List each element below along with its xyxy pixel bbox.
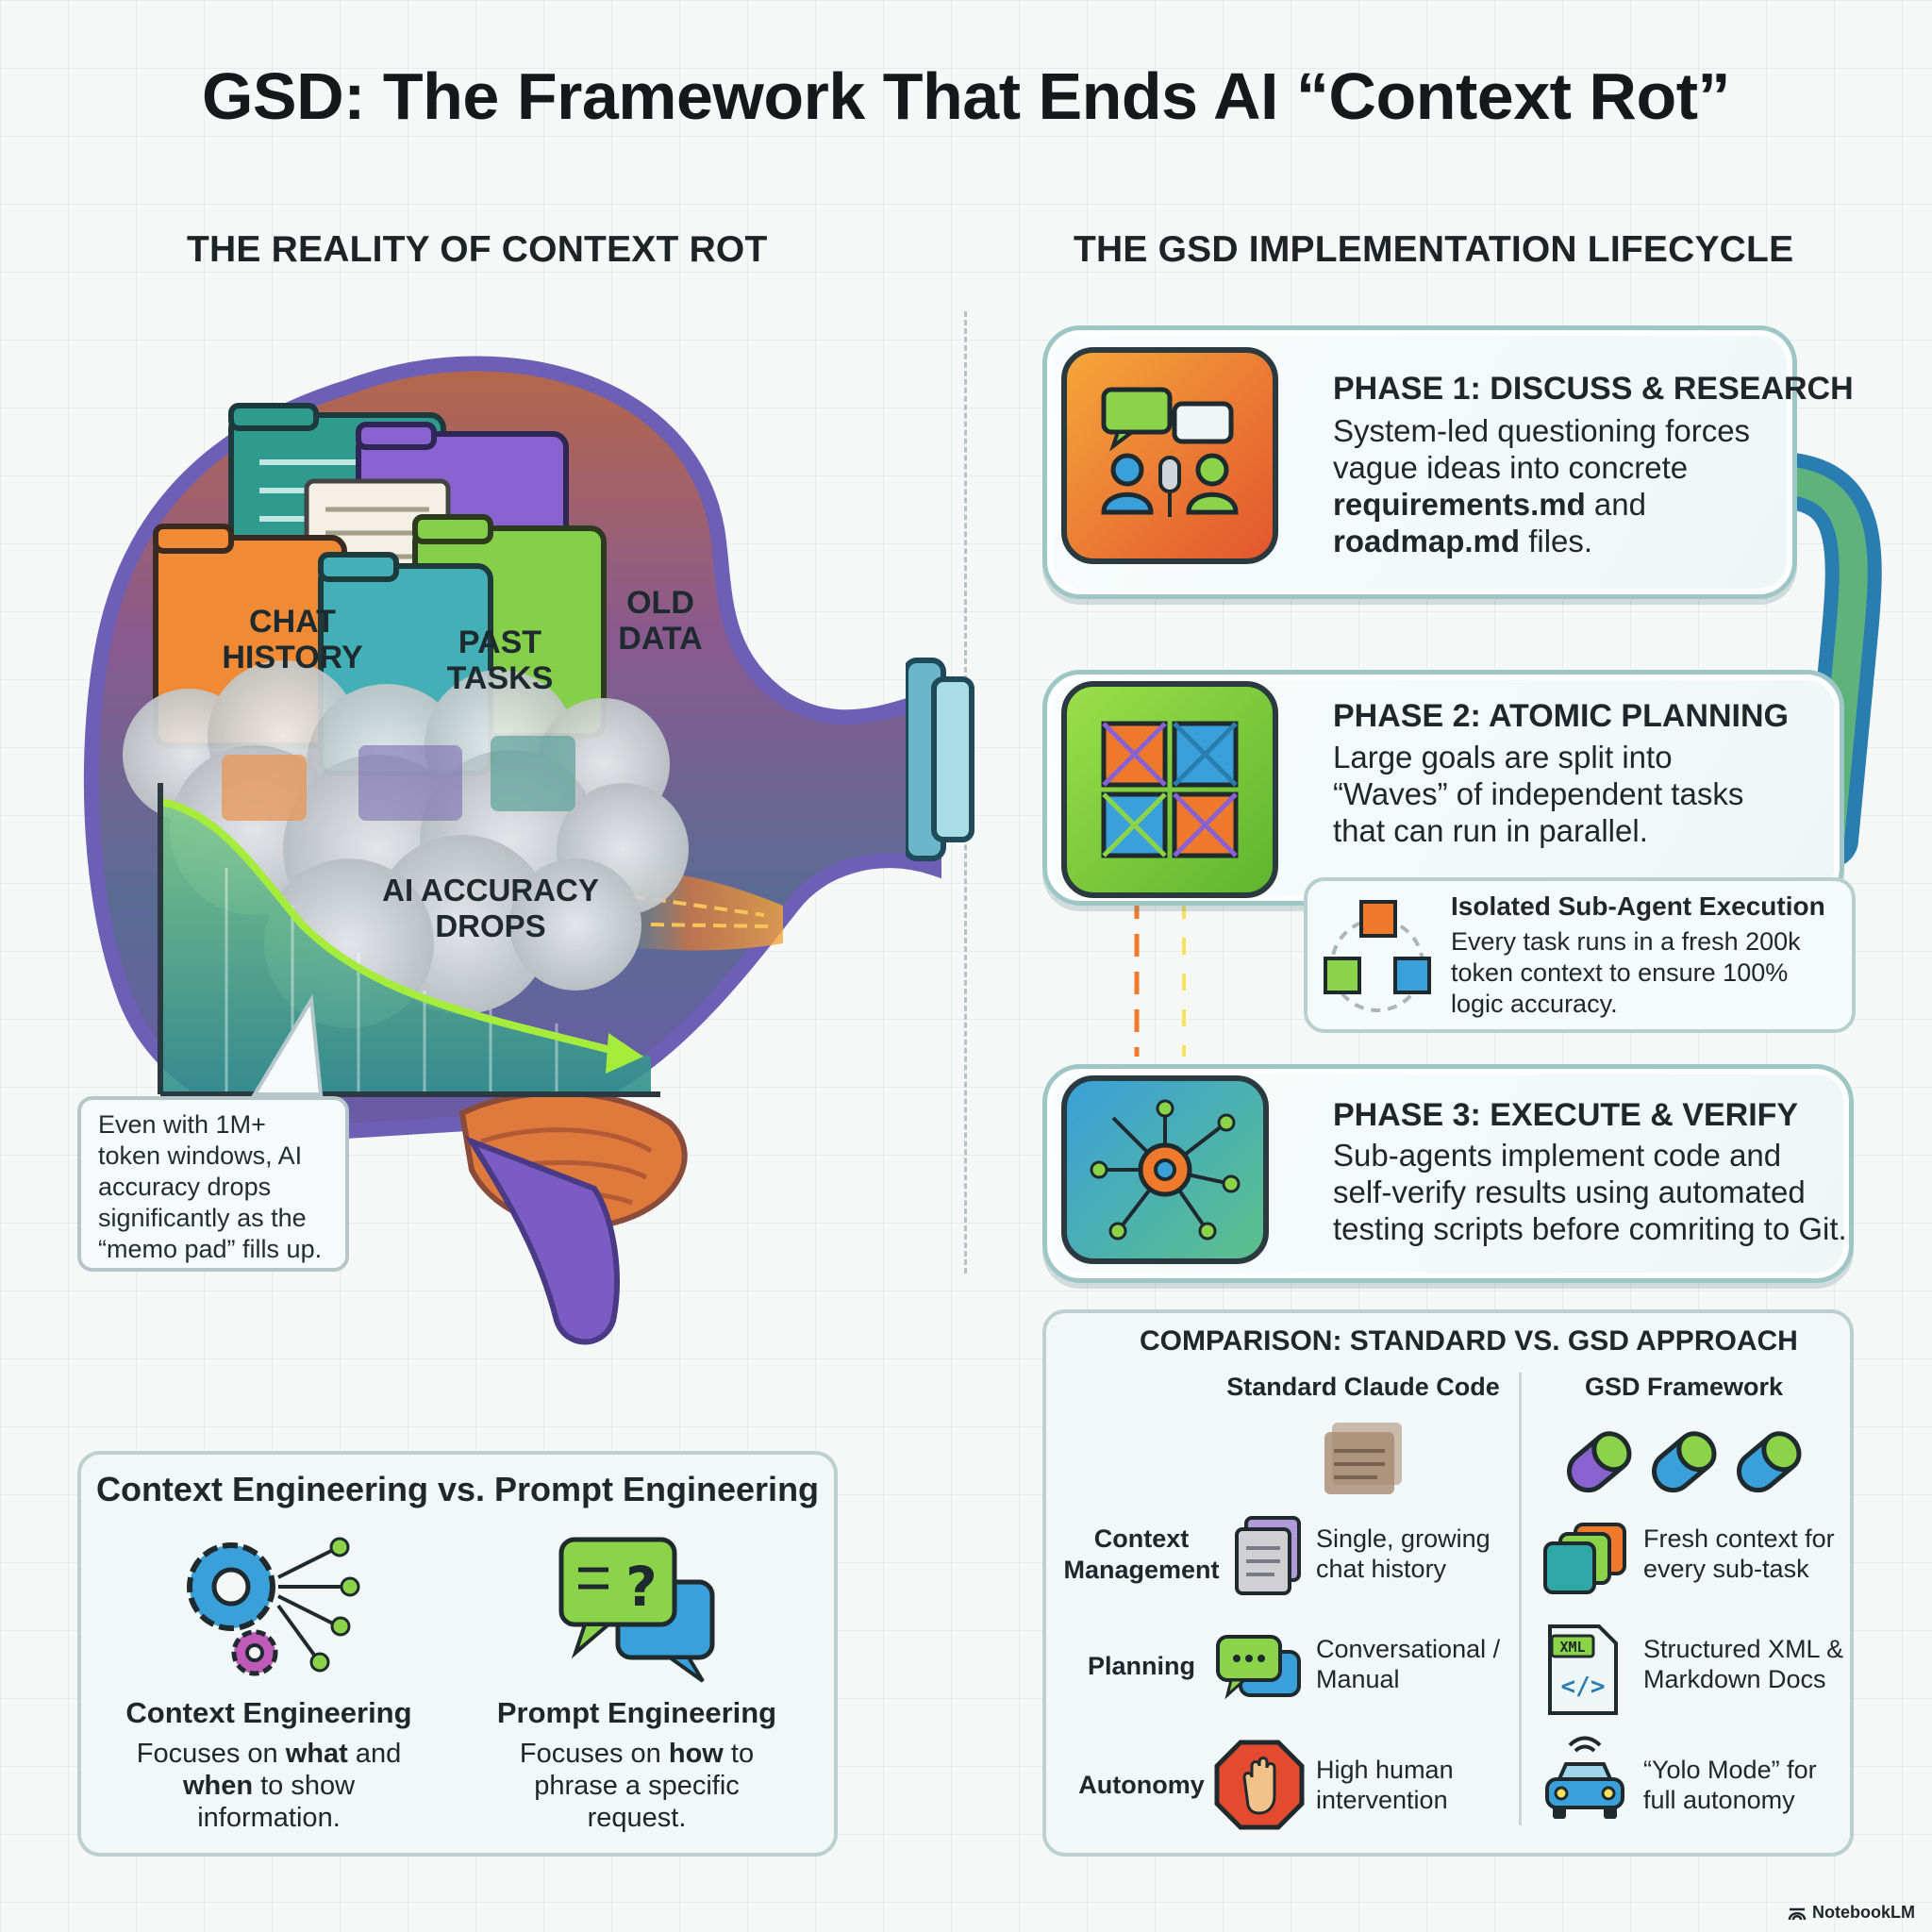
folder-past-tasks-label: PAST TASKS: [446, 625, 554, 696]
svg-text:?: ?: [625, 1555, 658, 1619]
context-engineering-title: Context Engineering: [125, 1696, 412, 1729]
standard-context-management: Single, growing chat history: [1316, 1524, 1491, 1583]
row-label-context-management: Context Management: [1063, 1524, 1220, 1584]
row-label-autonomy: Autonomy: [1078, 1771, 1205, 1799]
standard-autonomy: High human intervention: [1316, 1756, 1454, 1814]
gsd-context-management: Fresh context for every sub-task: [1643, 1524, 1835, 1583]
subagent-title: Isolated Sub-Agent Execution: [1451, 891, 1825, 921]
context-engineering-description: Focuses on what and when to show informa…: [136, 1739, 402, 1833]
phase-1-description: System-led questioning forces vague idea…: [1333, 413, 1751, 558]
folder-chat-history-label: CHAT HISTORY: [222, 604, 363, 675]
context-rot-note: Even with 1M+ token windows, AI accuracy…: [77, 1096, 349, 1272]
subagent-description: Every task runs in a fresh 200k token co…: [1451, 927, 1801, 1018]
right-section-heading: THE GSD IMPLEMENTATION LIFECYCLE: [1074, 229, 1794, 270]
phase-1-title: PHASE 1: DISCUSS & RESEARCH: [1333, 371, 1854, 407]
standard-column-header: Standard Claude Code: [1226, 1373, 1500, 1401]
gear-network-icon: [175, 1530, 373, 1690]
left-section-heading: THE REALITY OF CONTEXT ROT: [187, 229, 768, 270]
discussion-microphone-icon: [1061, 347, 1278, 564]
chat-bubbles-icon: [1212, 1627, 1307, 1712]
xml-document-icon: XML </>: [1542, 1623, 1623, 1717]
page-title: GSD: The Framework That Ends AI “Context…: [201, 59, 1731, 133]
footer-brand: NotebookLM: [1812, 1903, 1915, 1922]
document-stack-icon: [1231, 1514, 1307, 1599]
code-brackets-label: </>: [1561, 1673, 1606, 1701]
phase-2-description: Large goals are split into “Waves” of in…: [1333, 740, 1744, 848]
prompt-engineering-title: Prompt Engineering: [496, 1696, 777, 1729]
gsd-autonomy: “Yolo Mode” for full autonomy: [1643, 1756, 1817, 1814]
phase-2-title: PHASE 2: ATOMIC PLANNING: [1333, 698, 1789, 734]
head-illustration: [83, 356, 941, 1345]
capsules-icon: [1557, 1415, 1821, 1509]
stacked-papers-icon: [1311, 1415, 1415, 1505]
xml-label: XML: [1559, 1639, 1585, 1656]
standard-planning: Conversational / Manual: [1316, 1635, 1501, 1693]
comparison-box: [1042, 1309, 1854, 1857]
folder-old-data-label: OLD DATA: [618, 585, 703, 657]
stop-hand-icon: [1212, 1738, 1307, 1832]
phase-3-description: Sub-agents implement code and self-verif…: [1333, 1138, 1847, 1246]
notebooklm-badge: NotebookLM: [1788, 1903, 1915, 1923]
stacked-cards-icon: [1538, 1519, 1632, 1599]
network-gear-icon: [1061, 1075, 1269, 1264]
gsd-planning: Structured XML & Markdown Docs: [1643, 1635, 1844, 1693]
cubes-icon: [1316, 894, 1439, 1017]
question-chat-icon: ?: [552, 1530, 722, 1686]
prompt-engineering-description: Focuses on how to phrase a specific requ…: [519, 1739, 755, 1833]
puzzle-icon: [1061, 681, 1278, 898]
phase-3-title: PHASE 3: EXECUTE & VERIFY: [1333, 1097, 1799, 1133]
notebooklm-logo-icon: [1788, 1907, 1807, 1920]
engineering-heading: Context Engineering vs. Prompt Engineeri…: [95, 1470, 820, 1508]
autonomous-car-icon: [1538, 1736, 1632, 1830]
row-label-planning: Planning: [1088, 1652, 1195, 1680]
chart-label: AI ACCURACY DROPS: [382, 873, 599, 943]
comparison-heading: COMPARISON: STANDARD VS. GSD APPROACH: [1140, 1325, 1798, 1357]
gsd-column-header: GSD Framework: [1584, 1373, 1784, 1401]
comparison-column-divider: [1519, 1373, 1522, 1825]
